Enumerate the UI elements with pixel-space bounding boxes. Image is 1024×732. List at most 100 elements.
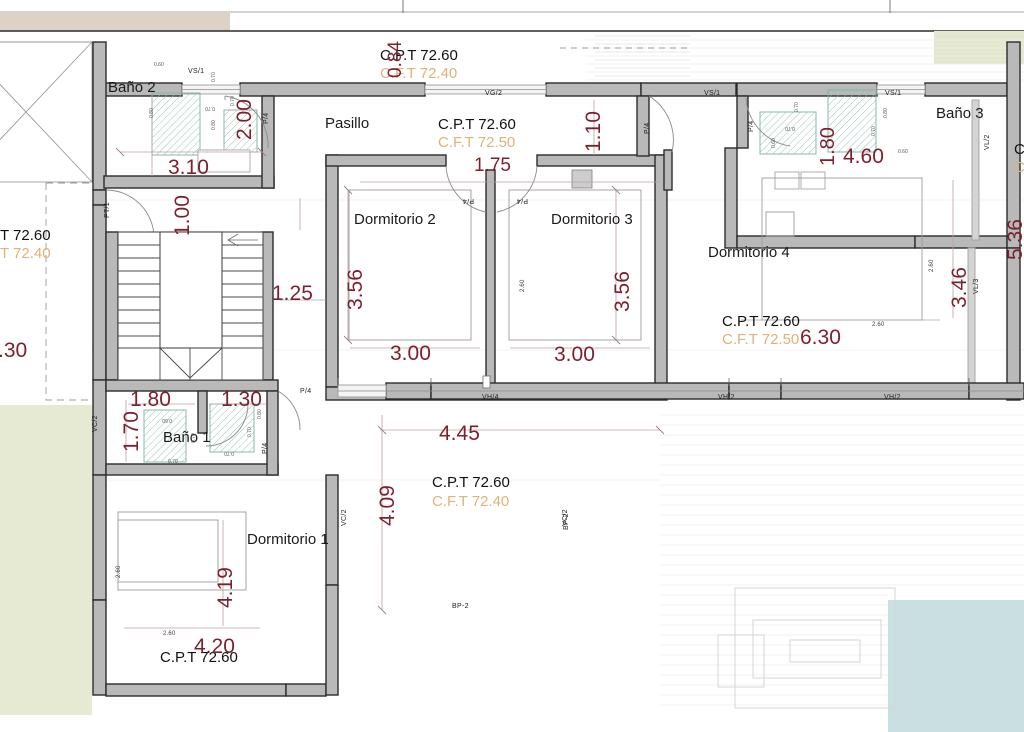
door-label-p4-g: P/4 <box>262 442 269 454</box>
dim-dorm2-width: 3.00 <box>390 342 431 365</box>
staircase <box>117 231 264 381</box>
sink-bano3-b <box>800 171 826 190</box>
balustrade-label-a: BP-2 <box>563 513 570 530</box>
sdim-bano2-f: 0.70 <box>230 96 236 106</box>
opening-label-vh2-b: VH/2 <box>884 394 901 401</box>
dim-stair-right: 1.25 <box>272 282 313 305</box>
dim-bano1-left: 1.80 <box>130 388 171 411</box>
door-label-pt1-a: PT/1 <box>104 202 111 218</box>
shower-bano1 <box>143 409 187 463</box>
dim-terraza-depth: 4.09 <box>376 485 399 526</box>
dimension-ticks <box>115 147 665 615</box>
sdim-dorm1-260: 2.60 <box>116 565 122 578</box>
sdim-bano1-f: 0.70 <box>224 450 234 456</box>
level-cpt-bano2: C.P.T 72.60 <box>380 47 458 64</box>
level-cpt-terraza: C.P.T 72.60 <box>432 474 510 491</box>
opening-label-vh4: VH/4 <box>482 394 499 401</box>
sdim-bano2-a: 0.60 <box>154 62 164 68</box>
dim-bano2-door: 0.84 <box>385 41 406 78</box>
room-label-pasillo: Pasillo <box>325 115 370 132</box>
sdim-bano3-b: 0.70 <box>794 102 800 112</box>
bed-dorm3 <box>508 189 642 341</box>
level-cpt-left: T 72.60 <box>0 227 51 244</box>
dim-terraza-width: 4.45 <box>439 422 480 445</box>
door-swings <box>105 95 791 447</box>
level-cpt-dorm1: C.P.T 72.60 <box>160 649 238 666</box>
balustrade-label-b: BP-2 <box>452 603 469 610</box>
sdim-bano3-f: 0.70 <box>871 126 877 136</box>
dim-dorm3-width: 3.00 <box>554 343 595 366</box>
dim-pasillo-right: 1.10 <box>582 111 605 152</box>
sink-bano3-a <box>774 171 800 190</box>
door-label-p4-e: P/4 <box>462 197 474 204</box>
sdim-dorm2-260: 2.60 <box>520 279 526 292</box>
opening-label-vs1-b: VS/1 <box>704 90 721 97</box>
dim-dorm4-width: 6.30 <box>800 326 841 349</box>
door-label-p4-d: P/4 <box>300 388 312 395</box>
dim-bano3-depth: 1.80 <box>817 127 839 166</box>
opening-label-vs1-a: VS/1 <box>188 68 205 75</box>
sdim-bano3-c: 0.60 <box>771 138 777 148</box>
level-cpt-right: C <box>1014 141 1024 158</box>
sdim-bano2-b: 0.70 <box>205 105 215 111</box>
dimension-lines <box>120 88 954 629</box>
sdim-bano1-c: 0.70 <box>191 433 197 443</box>
window-details <box>182 89 1024 392</box>
sdim-bano2-d: 0.80 <box>149 108 155 118</box>
sdim-bano3-a: 0.70 <box>785 125 795 131</box>
level-cft-right: C <box>1014 159 1024 176</box>
swing-pasillo-right <box>648 95 674 153</box>
wardrobe-dorm1 <box>117 511 247 591</box>
level-cft-terraza: C.F.T 72.40 <box>432 493 510 510</box>
room-label-bano-1: Baño 1 <box>163 429 211 446</box>
dim-pasillo-left: 1.00 <box>171 195 194 236</box>
opening-label-vl3: VL/3 <box>973 278 980 294</box>
sdim-dorm1-260b: 2.60 <box>163 631 176 637</box>
sink-bano2 <box>197 149 251 173</box>
dim-right-5-36: 5.36 <box>1004 219 1024 260</box>
sdim-bano1-a: 0.60 <box>162 417 172 423</box>
nightstand-dorm4 <box>765 211 795 237</box>
sdim-bano1-d: 0.80 <box>257 409 263 419</box>
swing-bano3 <box>745 97 791 147</box>
sdim-bano1-e: 0.70 <box>247 427 253 437</box>
column-dorm3 <box>571 169 593 189</box>
door-label-p4-a: P/4 <box>263 112 270 124</box>
dim-bano1-depth: 1.70 <box>120 411 143 452</box>
door-label-p4-b: P/4 <box>644 122 651 134</box>
level-cft-left: T 72.40 <box>0 245 51 262</box>
sdim-bano3-e: 0.60 <box>898 149 908 155</box>
wc-bano2 <box>223 109 258 153</box>
swing-dorm2 <box>445 165 487 213</box>
dim-dorm3-depth: 3.56 <box>611 271 634 312</box>
room-label-dormitorio-1: Dormitorio 1 <box>247 531 329 548</box>
sdim-bano1-b: 0.70 <box>168 459 178 465</box>
opening-label-vc2-a: VC/2 <box>92 415 99 432</box>
opening-label-vc2-b: VC/2 <box>341 509 348 526</box>
room-label-dormitorio-4: Dormitorio 4 <box>708 244 790 261</box>
opening-label-vg2: VG/2 <box>485 90 503 97</box>
door-label-p4-f: P/4 <box>516 197 528 204</box>
swing-pt1 <box>105 189 155 239</box>
dim-dorm2-depth: 3.56 <box>344 269 367 310</box>
swing-dorm1 <box>277 390 301 431</box>
dim-pasillo-mid: 1.75 <box>474 155 511 176</box>
dim-bano2-depth: 2.00 <box>233 99 256 140</box>
room-label-bano-2: Baño 2 <box>108 79 156 96</box>
level-cpt-pasillo: C.P.T 72.60 <box>438 116 516 133</box>
bed-dorm2 <box>348 189 472 341</box>
sdim-bano2-c: 0.70 <box>211 72 217 82</box>
opening-label-vl2: VL/2 <box>984 134 991 150</box>
level-cft-bano2: C.F.T 72.40 <box>380 65 458 82</box>
sdim-bano2-e: 0.80 <box>211 120 217 130</box>
dim-dorm4-depth: 3.46 <box>948 267 971 308</box>
dim-dorm1-width: 4.20 <box>194 635 235 658</box>
dim-bano1-right: 1.30 <box>221 388 262 411</box>
sdim-dorm4-260: 2.60 <box>929 259 935 272</box>
dim-bano2-width: 3.10 <box>168 156 209 179</box>
swing-bano1 <box>205 403 249 447</box>
room-label-dormitorio-3: Dormitorio 3 <box>551 211 633 228</box>
fixtures-layer <box>143 89 877 463</box>
swing-dorm3 <box>496 165 538 213</box>
